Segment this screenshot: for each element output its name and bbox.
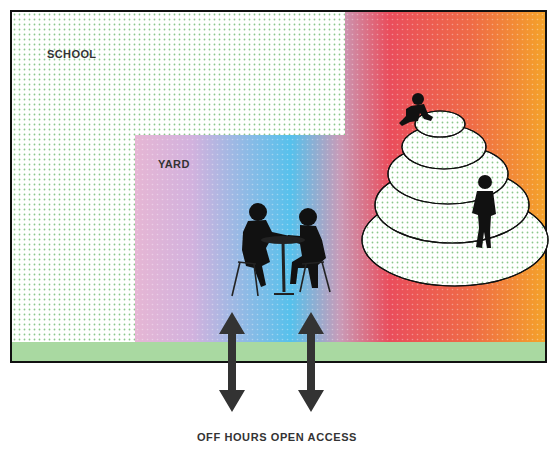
access-caption: OFF HOURS OPEN ACCESS	[0, 431, 554, 443]
tiered-structure	[362, 111, 548, 286]
region-label: SCHOOL	[47, 48, 96, 60]
person-silhouette	[399, 93, 433, 126]
green-strip	[12, 342, 545, 361]
site-border	[11, 11, 546, 362]
person-silhouette	[472, 175, 496, 248]
region-fill	[135, 12, 545, 342]
region-fill	[135, 12, 545, 342]
table-figures	[232, 203, 330, 296]
access-arrow	[219, 312, 324, 412]
region-label: YARD	[158, 158, 190, 170]
